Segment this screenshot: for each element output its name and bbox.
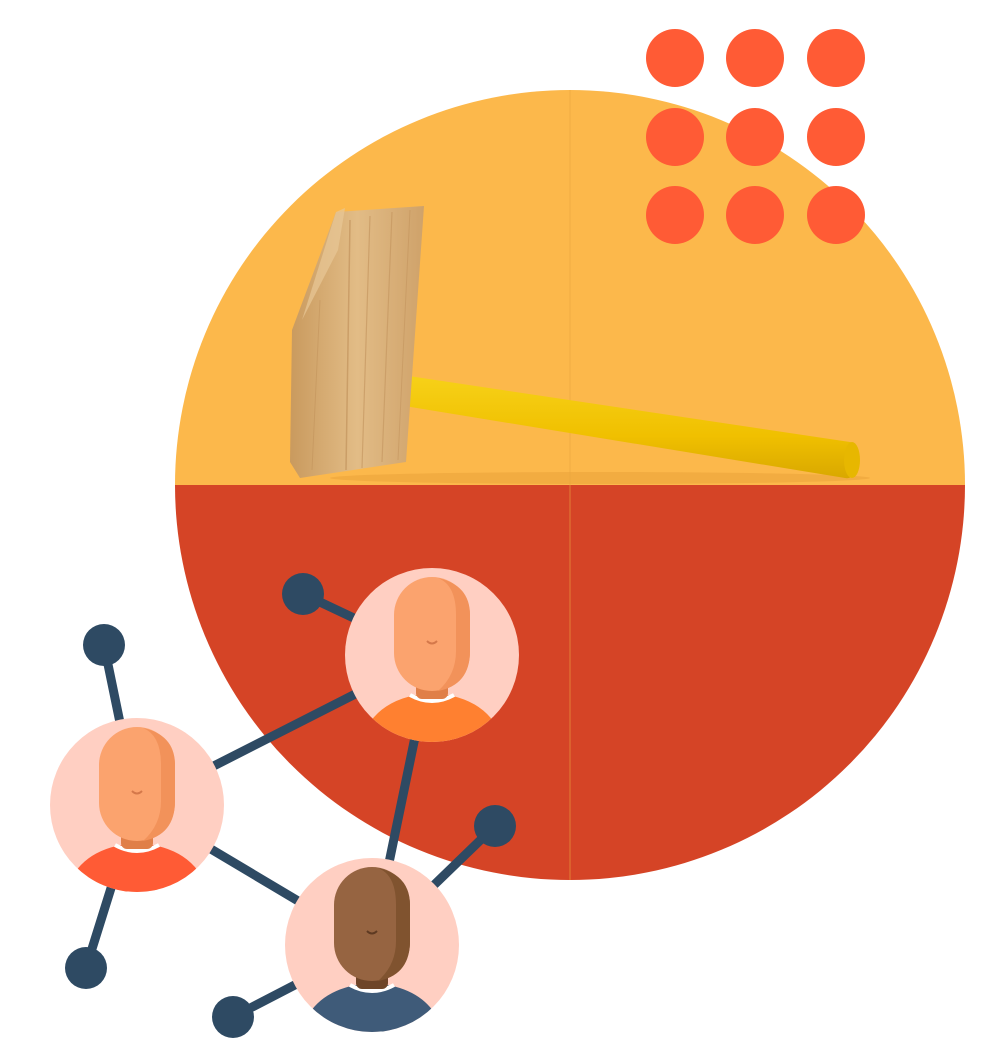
network-node-icon	[65, 947, 107, 989]
network-nodes	[65, 573, 516, 1038]
dot	[726, 29, 784, 87]
dot	[807, 108, 865, 166]
person-icon	[285, 858, 459, 1032]
dot	[726, 108, 784, 166]
person-icon	[50, 718, 224, 892]
dot	[646, 186, 704, 244]
hammer-head	[290, 206, 424, 478]
dot	[646, 29, 704, 87]
dot	[646, 108, 704, 166]
network-node-icon	[474, 805, 516, 847]
network-node-icon	[282, 573, 324, 615]
dot	[807, 186, 865, 244]
network-node-icon	[83, 624, 125, 666]
dot	[807, 29, 865, 87]
hammer-icon	[290, 206, 870, 484]
person-icon	[345, 568, 519, 742]
dot-grid	[646, 29, 865, 244]
network-node-icon	[212, 996, 254, 1038]
dot	[726, 186, 784, 244]
hammer-handle	[380, 372, 860, 479]
